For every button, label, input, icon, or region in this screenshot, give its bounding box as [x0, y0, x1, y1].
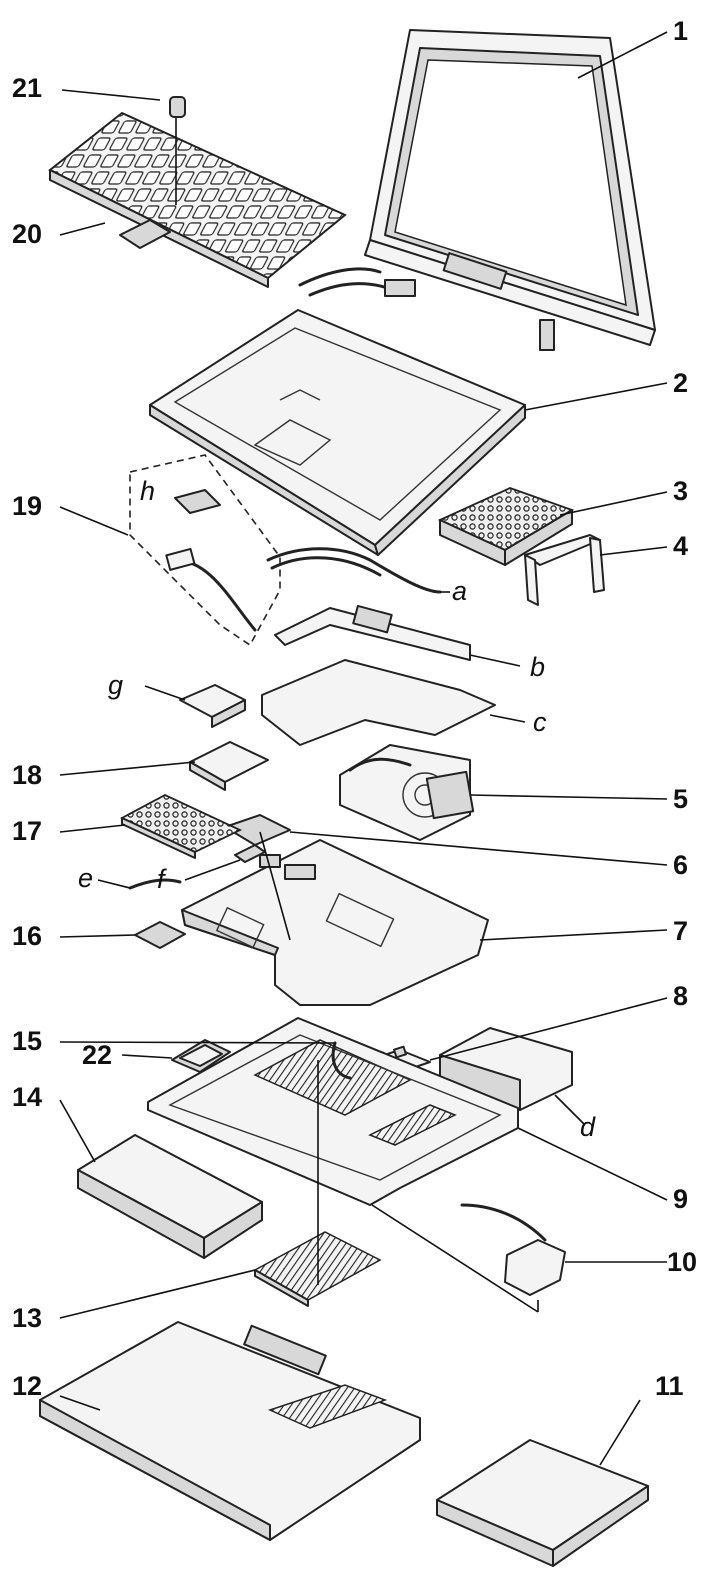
callout-3: 3 [673, 476, 688, 506]
callout-c: c [533, 707, 547, 737]
keyboard [48, 111, 347, 288]
callout-2: 2 [673, 368, 688, 398]
callout-19: 19 [12, 491, 42, 521]
small-board [134, 921, 186, 949]
callout-15: 15 [12, 1026, 42, 1056]
dashed-assembly-group [129, 454, 281, 647]
optical-drive [436, 1439, 649, 1567]
callout-d: d [580, 1112, 596, 1142]
system-board [181, 839, 489, 1006]
speaker [460, 1203, 566, 1296]
leader-lines [59, 31, 668, 1466]
callout-14: 14 [12, 1082, 42, 1112]
callout-11: 11 [655, 1371, 684, 1401]
bracket-g [179, 684, 246, 728]
callout-g: g [108, 670, 123, 700]
callout-4: 4 [673, 531, 688, 561]
cable-e [128, 878, 182, 890]
callout-5: 5 [673, 784, 688, 814]
mini-pci-card [224, 814, 291, 846]
cable-15 [331, 1041, 352, 1080]
keyboard-bezel [149, 309, 526, 556]
hdd-bracket [524, 534, 605, 606]
lcd-display-assembly [298, 29, 656, 351]
base-bottom [39, 1321, 421, 1541]
callout-12: 12 [12, 1371, 42, 1401]
callout-h: h [140, 476, 155, 506]
callout-22: 22 [82, 1040, 112, 1070]
callout-1: 1 [673, 16, 688, 46]
cable-a [266, 547, 442, 594]
callout-6: 6 [673, 850, 688, 880]
callout-18: 18 [12, 760, 42, 790]
card-holder [189, 741, 269, 791]
insulator-sheet-c [261, 659, 496, 746]
callout-7: 7 [673, 916, 688, 946]
callout-e: e [78, 863, 93, 893]
callout-labels: 1 2 3 4 5 6 7 8 9 10 11 12 13 14 15 16 1… [12, 16, 697, 1401]
trackpoint-cap [169, 96, 186, 118]
callout-a: a [452, 576, 467, 606]
pc-card-slot [171, 1039, 231, 1073]
callout-9: 9 [673, 1184, 688, 1214]
callout-20: 20 [12, 219, 42, 249]
hard-disk-drive [437, 487, 575, 566]
callout-17: 17 [12, 816, 42, 846]
callout-10: 10 [667, 1247, 697, 1277]
base-frame [147, 1017, 519, 1206]
callout-16: 16 [12, 921, 42, 951]
callout-f: f [157, 864, 167, 894]
callout-b: b [530, 652, 545, 682]
battery-pack [77, 1134, 263, 1259]
pc-card-cage [119, 793, 243, 859]
frame-b [274, 604, 471, 661]
callout-8: 8 [673, 981, 688, 1011]
callout-21: 21 [12, 73, 42, 103]
fan-heatsink [339, 744, 475, 841]
callout-13: 13 [12, 1303, 42, 1333]
